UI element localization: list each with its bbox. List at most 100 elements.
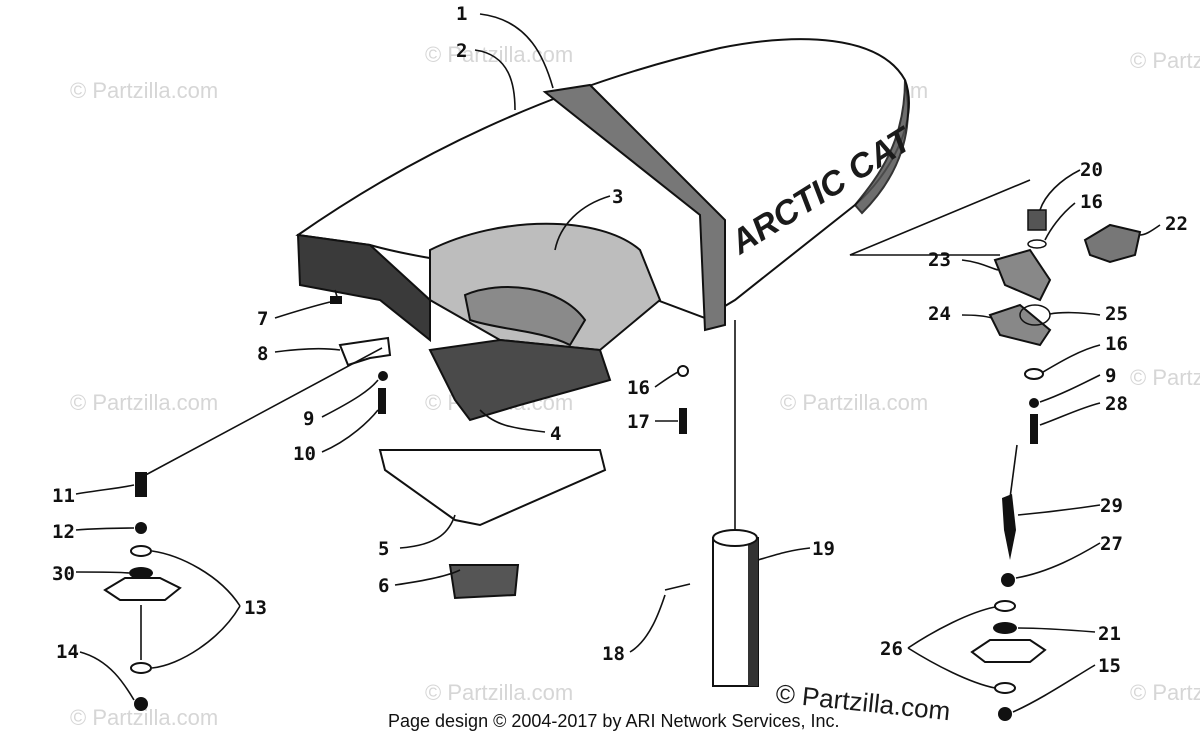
leader-lines [75,13,1161,713]
knob-plate [103,577,182,601]
leader-23 [961,259,999,271]
callout-11: 11 [52,485,75,507]
leader-24 [961,314,993,319]
leader-26a [907,606,996,649]
right-hardware [849,179,1142,721]
leader-11 [75,484,135,495]
leader-27 [1015,542,1101,579]
callout-22: 22 [1165,213,1188,235]
washer-21 [993,622,1017,634]
leader-16-center [654,371,679,388]
washer-16 [1027,239,1047,249]
callout-15: 15 [1098,655,1121,677]
callout-1: 1 [456,3,467,25]
seat-post [664,320,759,687]
leader-14 [79,651,135,701]
leader-16-right [1042,344,1101,373]
callout-27: 27 [1100,533,1123,555]
left-fasteners [103,289,689,711]
leader-8 [274,347,341,353]
callout-28: 28 [1105,393,1128,415]
washer-13b [130,662,152,674]
seat-assembly: ARCTIC CAT [295,38,921,600]
washer-26b [994,682,1016,694]
leader-9 [321,379,379,418]
leader-2 [474,49,516,111]
callout-3: 3 [612,186,623,208]
leader-19 [757,547,811,561]
nut-27 [1001,573,1015,587]
fastener-7 [330,296,342,304]
leader-1 [479,13,554,89]
callout-17: 17 [627,411,650,433]
callout-labels: 1 2 3 4 5 6 7 8 9 10 11 12 13 14 15 16 1… [52,3,1188,677]
watermark: © Partzilla.com [70,390,218,415]
callout-13: 13 [244,597,267,619]
callout-9-right: 9 [1105,365,1116,387]
callout-16-right: 16 [1105,333,1128,355]
leader-9-right [1039,374,1101,403]
spacer-20 [1027,209,1047,231]
callout-20: 20 [1080,159,1103,181]
seat-base [428,338,612,422]
watermark: © Partzilla.com [1130,48,1200,73]
bolt-11 [135,472,147,497]
callout-7: 7 [257,308,268,330]
bolt-28 [1030,414,1038,444]
callout-9: 9 [303,408,314,430]
bracket-23 [993,248,1052,302]
stud-29 [1002,494,1016,560]
seat-foam-cut [463,286,587,347]
leader-26b [907,647,996,689]
callout-12: 12 [52,521,75,543]
callout-23: 23 [928,249,951,271]
knob-plate [970,639,1047,663]
screw-18 [664,583,691,591]
seat-pad [448,564,520,600]
callout-10: 10 [293,443,316,465]
watermarks: © Partzilla.com © Partzilla.com © Partzi… [70,42,1200,730]
seat-bracket [378,449,607,527]
callout-8: 8 [257,343,268,365]
leader-22 [1139,224,1161,236]
callout-25: 25 [1105,303,1128,325]
nut-15 [998,707,1012,721]
callout-30: 30 [52,563,75,585]
leader-12 [75,527,135,531]
leader-13a [151,550,241,607]
callout-2: 2 [456,40,467,62]
leader-16-top [1044,202,1076,241]
callout-6: 6 [378,575,389,597]
post-tube-shade [748,538,758,686]
leader-20 [1039,169,1081,211]
leader-6 [394,569,461,586]
seat-front-end [296,233,431,343]
callout-26: 26 [880,638,903,660]
bracket-24 [988,303,1052,347]
callout-4: 4 [550,423,561,445]
fastener-line [1009,444,1018,499]
latch-22 [1083,223,1142,264]
leader-15 [1012,664,1096,713]
washer-26a [994,600,1016,612]
watermark: © Partzilla.com [425,680,573,705]
washer-16 [1024,368,1044,380]
leader-line [849,179,1031,256]
callout-19: 19 [812,538,835,560]
watermark: © Partzilla.com [1130,365,1200,390]
spring-25 [1019,304,1051,326]
nut-14 [134,697,148,711]
plate-8 [338,336,392,367]
leader-line [139,347,383,479]
bolt-10 [378,388,386,414]
leader-21 [1017,627,1096,633]
watermark: © Partzilla.com [425,42,573,67]
callout-14: 14 [56,641,79,663]
washer-13a [130,545,152,557]
seat-strap [542,83,726,332]
leader-3 [554,195,611,251]
seat-side-shade [853,79,909,215]
leader-18 [629,594,666,653]
leader-10 [321,409,379,453]
leader-28 [1039,402,1101,426]
